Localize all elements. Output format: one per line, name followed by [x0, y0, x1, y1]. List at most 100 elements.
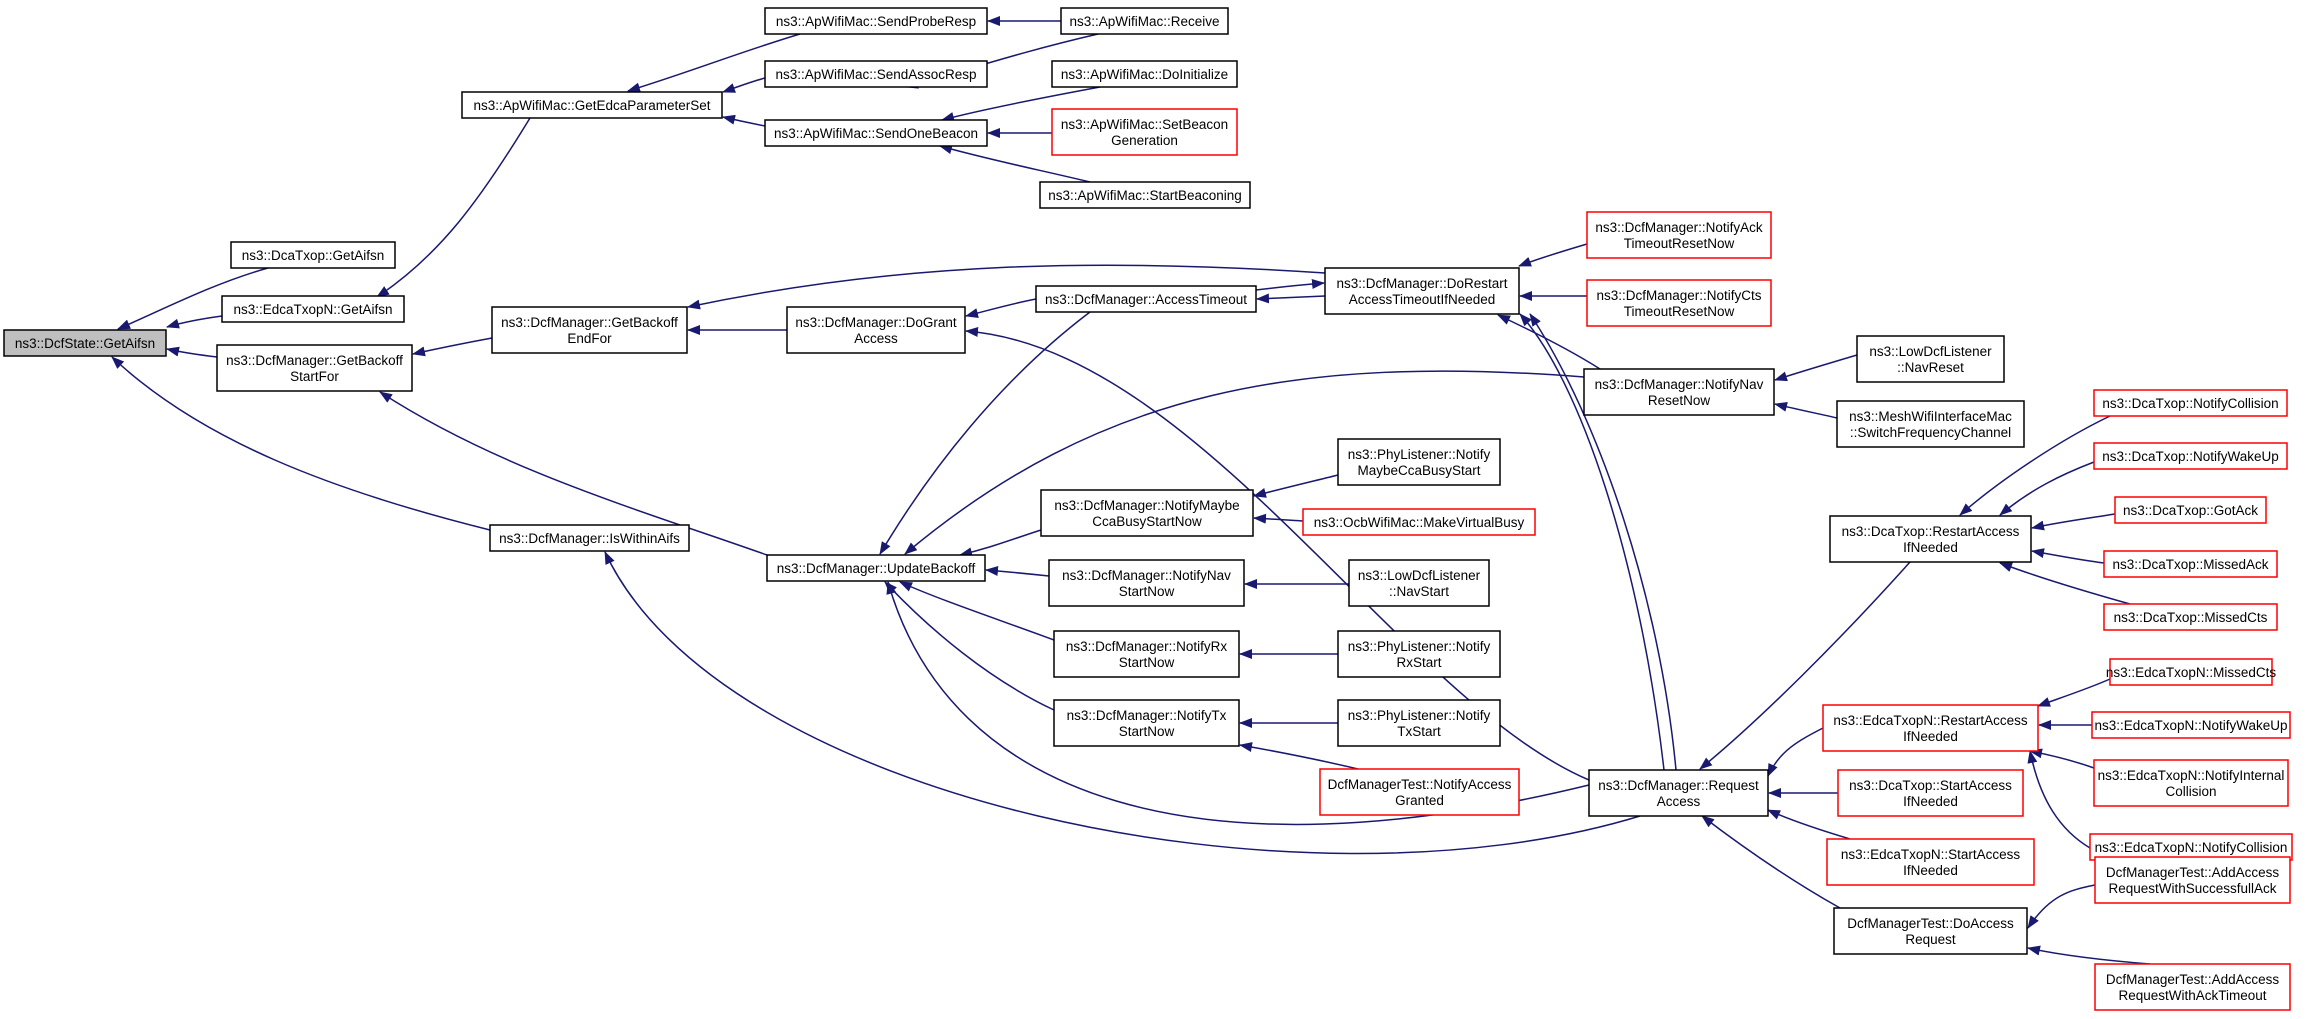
- node-edcatxopn-notifycollision[interactable]: ns3::EdcaTxopN::NotifyCollision: [2089, 833, 2293, 861]
- node-dcfmgr-iswithinaifs[interactable]: ns3::DcfManager::IsWithinAifs: [489, 524, 690, 552]
- node-label-line: EndFor: [567, 331, 612, 346]
- node-dcatxop-notifywakeup[interactable]: ns3::DcaTxop::NotifyWakeUp: [2093, 442, 2288, 470]
- node-box: [1324, 267, 1520, 315]
- node-lowdcflistener-navreset[interactable]: ns3::LowDcfListener::NavReset: [1856, 335, 2005, 383]
- node-dcfmgrtest-addaccessrequestwithacktimeout[interactable]: DcfManagerTest::AddAccessRequestWithAckT…: [2094, 963, 2291, 1011]
- node-apwifimac-startbeaconing[interactable]: ns3::ApWifiMac::StartBeaconing: [1039, 181, 1251, 209]
- node-box: [1051, 60, 1238, 88]
- node-box: [2103, 550, 2278, 578]
- node-dcfmgr-notifymaybeccabusystartnow[interactable]: ns3::DcfManager::NotifyMaybeCcaBusyStart…: [1040, 489, 1254, 537]
- call-edge-dcfmgr-getbackoffendfor: [412, 337, 493, 357]
- node-label-line: ns3::EdcaTxopN::NotifyWakeUp: [2094, 718, 2287, 733]
- node-dcatxop-getaifsn[interactable]: ns3::DcaTxop::GetAifsn: [230, 241, 396, 269]
- call-edge-apwifimac-startbeaconing: [939, 144, 1091, 183]
- node-meshwifi-switchfrequencychannel[interactable]: ns3::MeshWifiInterfaceMac::SwitchFrequen…: [1836, 400, 2025, 448]
- node-box: [1302, 508, 1536, 536]
- node-label-line: DcfManagerTest::AddAccess: [2106, 972, 2280, 987]
- node-label-line: ns3::DcfManager::NotifyMaybe: [1054, 498, 1239, 513]
- node-dcfmgr-updatebackoff[interactable]: ns3::DcfManager::UpdateBackoff: [766, 554, 986, 582]
- node-label-line: ns3::DcfManager::GetBackoff: [226, 353, 403, 368]
- node-label-line: IfNeeded: [1903, 794, 1958, 809]
- node-box: [2094, 963, 2291, 1011]
- call-edge-dcfmgr-accesstimeout: [965, 298, 1037, 318]
- node-box: [1836, 400, 2025, 448]
- node-apwifimac-receive[interactable]: ns3::ApWifiMac::Receive: [1060, 7, 1229, 35]
- node-box: [1337, 438, 1501, 486]
- node-edcatxopn-notifywakeup[interactable]: ns3::EdcaTxopN::NotifyWakeUp: [2091, 711, 2291, 739]
- node-box: [1060, 7, 1229, 35]
- call-edge-dcfmgr-updatebackoff: [379, 391, 768, 556]
- node-label-line: ns3::MeshWifiInterfaceMac: [1849, 409, 2012, 424]
- node-apwifimac-sendproberesp[interactable]: ns3::ApWifiMac::SendProbeResp: [764, 7, 988, 35]
- node-edcatxopn-getaifsn[interactable]: ns3::EdcaTxopN::GetAifsn: [221, 295, 405, 323]
- node-box: [1829, 515, 2032, 563]
- node-apwifimac-sendonebeacon[interactable]: ns3::ApWifiMac::SendOneBeacon: [764, 119, 988, 147]
- node-box: [1039, 181, 1251, 209]
- call-edge-meshwifi-switchfrequencychannel: [1774, 401, 1838, 419]
- call-edge-dcfmgr-accesstimeout: [1255, 279, 1325, 291]
- call-edge-dcfmgr-iswithinaifs: [111, 356, 491, 531]
- node-dcfmgr-notifyacktimeoutresetnow[interactable]: ns3::DcfManager::NotifyAckTimeoutResetNo…: [1586, 211, 1772, 259]
- node-box: [1856, 335, 2005, 383]
- node-dcfmgr-accesstimeout[interactable]: ns3::DcfManager::AccessTimeout: [1035, 285, 1257, 313]
- node-box: [1822, 704, 2039, 752]
- node-label-line: Request: [1905, 932, 1956, 947]
- call-edge-dcatxop-missedack: [2031, 548, 2105, 564]
- node-label-line: TxStart: [1397, 724, 1441, 739]
- node-apwifimac-sendassocresp[interactable]: ns3::ApWifiMac::SendAssocResp: [764, 60, 988, 88]
- node-label-line: ns3::DcfManager::NotifyTx: [1067, 708, 1227, 723]
- call-edge-apwifimac-getedcaparameterset: [376, 117, 531, 298]
- node-label-line: ns3::EdcaTxopN::GetAifsn: [233, 302, 392, 317]
- node-dcatxop-gotack[interactable]: ns3::DcaTxop::GotAck: [2114, 496, 2267, 524]
- node-box: [1053, 699, 1240, 747]
- node-dcatxop-missedcts[interactable]: ns3::DcaTxop::MissedCts: [2103, 603, 2278, 631]
- edges-layer: [111, 16, 2151, 965]
- node-apwifimac-doinitialize[interactable]: ns3::ApWifiMac::DoInitialize: [1051, 60, 1238, 88]
- node-dcfmgr-notifyctstimeoutresetnow[interactable]: ns3::DcfManager::NotifyCtsTimeoutResetNo…: [1586, 279, 1772, 327]
- node-dcatxop-missedack[interactable]: ns3::DcaTxop::MissedAck: [2103, 550, 2278, 578]
- node-label-line: StartNow: [1119, 584, 1175, 599]
- node-dcfstate-getaifsn[interactable]: ns3::DcfState::GetAifsn: [3, 329, 167, 357]
- call-edge-edcatxopn-notifyinternalcollision: [2029, 748, 2095, 769]
- node-box: [1051, 108, 1238, 156]
- node-dcfmgr-dorestart[interactable]: ns3::DcfManager::DoRestartAccessTimeoutI…: [1324, 267, 1520, 315]
- node-edcatxopn-missedcts[interactable]: ns3::EdcaTxopN::MissedCts: [2106, 658, 2277, 686]
- node-label-line: ns3::ApWifiMac::Receive: [1069, 14, 1219, 29]
- node-box: [1348, 559, 1490, 607]
- node-label-line: TimeoutResetNow: [1624, 304, 1735, 319]
- node-dcfmgrtest-addaccessrequestwithsuccessfullack[interactable]: DcfManagerTest::AddAccessRequestWithSucc…: [2094, 856, 2291, 904]
- node-label-line: RequestWithAckTimeout: [2118, 988, 2266, 1003]
- node-lowdcflistener-navstart[interactable]: ns3::LowDcfListener::NavStart: [1348, 559, 1490, 607]
- call-edge-dcfmgr-requestaccess: [604, 551, 1641, 855]
- node-ocbwifimac-makevirtualbusy[interactable]: ns3::OcbWifiMac::MakeVirtualBusy: [1302, 508, 1536, 536]
- node-label-line: AccessTimeoutIfNeeded: [1349, 292, 1496, 307]
- node-label-line: Access: [1657, 794, 1701, 809]
- node-box: [2114, 496, 2267, 524]
- node-label-line: ns3::EdcaTxopN::MissedCts: [2106, 665, 2277, 680]
- node-label-line: ns3::DcfManager::AccessTimeout: [1045, 292, 1247, 307]
- node-apwifimac-getedcaparameterset[interactable]: ns3::ApWifiMac::GetEdcaParameterSet: [461, 91, 723, 119]
- node-dcatxop-notifycollision[interactable]: ns3::DcaTxop::NotifyCollision: [2093, 389, 2288, 417]
- node-label-line: DcfManagerTest::NotifyAccess: [1328, 777, 1512, 792]
- node-phylistener-notifymaybeccabusystart[interactable]: ns3::PhyListener::NotifyMaybeCcaBusyStar…: [1337, 438, 1501, 486]
- node-box: [1586, 211, 1772, 259]
- node-label-line: ns3::DcaTxop::MissedCts: [2114, 610, 2268, 625]
